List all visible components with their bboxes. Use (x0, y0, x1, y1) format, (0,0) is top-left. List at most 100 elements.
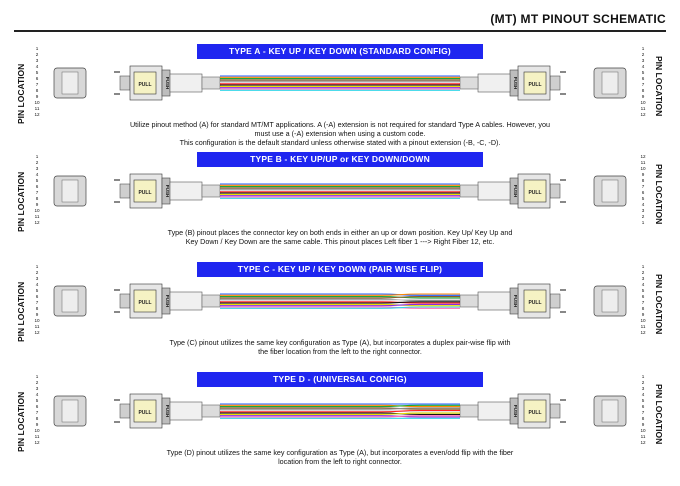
ferrule (119, 183, 131, 199)
pin-number: 8 (35, 88, 39, 93)
pin-number: 4 (641, 282, 645, 287)
pin-number: 10 (640, 428, 646, 433)
boot-sleeve (169, 181, 203, 201)
push-label: PUSH (165, 77, 170, 90)
section-banner: TYPE A - KEY UP / KEY DOWN (STANDARD CON… (197, 44, 483, 59)
pull-label: PULL (138, 300, 151, 306)
pin-number: 9 (641, 422, 645, 427)
pin-number: 12 (34, 440, 40, 445)
mt-end-face-window (61, 289, 79, 313)
strain-boot (459, 404, 479, 418)
pin-number: 12 (640, 154, 646, 159)
boot-sleeve (477, 291, 511, 311)
pin-number: 10 (640, 318, 646, 323)
fiber-line (220, 301, 460, 304)
pin-number: 9 (35, 202, 39, 207)
guide-pin (114, 421, 120, 423)
mt-end-face (53, 175, 87, 207)
pull-tab (133, 179, 157, 203)
pin-number: 4 (35, 64, 39, 69)
strain-boot (459, 294, 479, 308)
boot-sleeve (477, 73, 511, 93)
pin-number: 5 (641, 288, 645, 293)
guide-pin (114, 289, 120, 291)
pull-label: PULL (528, 300, 541, 306)
strain-boot (459, 184, 479, 198)
guide-pin (114, 399, 120, 401)
pin-number: 7 (641, 410, 645, 415)
ferrule (119, 293, 131, 309)
pull-tab (133, 399, 157, 423)
pin-number: 8 (35, 306, 39, 311)
pull-tab (523, 179, 547, 203)
pin-number: 9 (641, 312, 645, 317)
pin-number: 8 (641, 178, 645, 183)
pin-number: 10 (640, 100, 646, 105)
pin-number: 11 (34, 214, 40, 219)
caption-line: Key Down / Key Down are the same cable. … (185, 237, 495, 246)
pin-number: 12 (640, 440, 646, 445)
pin-number: 2 (35, 270, 39, 275)
pull-tab (133, 289, 157, 313)
fiber-line (220, 415, 460, 418)
mt-end-face (593, 285, 627, 317)
pin-number: 10 (640, 166, 646, 171)
pull-tab (523, 289, 547, 313)
pin-number: 3 (641, 276, 645, 281)
guide-pin (114, 93, 120, 95)
pin-number: 12 (34, 112, 40, 117)
mt-end-face-window (61, 71, 79, 95)
pin-number: 7 (641, 184, 645, 189)
guide-pin (560, 179, 566, 181)
section-caption: Type (D) pinout utilizes the same key co… (40, 448, 640, 466)
pin-number: 10 (34, 208, 40, 213)
pin-number: 2 (641, 52, 645, 57)
guide-pin (560, 399, 566, 401)
mt-end-face-window (601, 289, 619, 313)
fiber-line (220, 407, 460, 410)
pin-number: 11 (640, 324, 646, 329)
ferrule (119, 403, 131, 419)
mt-end-face-window (601, 71, 619, 95)
pin-number: 7 (641, 82, 645, 87)
pin-number: 6 (641, 294, 645, 299)
guide-pin (114, 201, 120, 203)
pin-number: 3 (35, 58, 39, 63)
push-label: PUSH (513, 405, 518, 418)
push-label: PUSH (513, 185, 518, 198)
pin-number: 1 (641, 220, 645, 225)
section-banner: TYPE B - KEY UP/UP or KEY DOWN/DOWN (197, 152, 483, 167)
push-label: PUSH (513, 77, 518, 90)
guide-pin (560, 289, 566, 291)
pin-number: 8 (641, 88, 645, 93)
boot-sleeve (169, 291, 203, 311)
fiber-line (220, 296, 460, 299)
pin-number: 1 (641, 46, 645, 51)
mt-end-face-window (61, 179, 79, 203)
pin-number: 6 (641, 190, 645, 195)
pin-number: 8 (641, 416, 645, 421)
caption-line: location from the left to right connecto… (278, 457, 402, 466)
mt-end-face (53, 285, 87, 317)
mt-end-face (593, 395, 627, 427)
caption-line: Type (D) pinout utilizes the same key co… (166, 448, 514, 457)
guide-pin (114, 71, 120, 73)
caption-line: This configuration is the default standa… (179, 138, 501, 147)
pin-number: 10 (34, 100, 40, 105)
pin-number: 7 (35, 410, 39, 415)
pin-number: 1 (35, 264, 39, 269)
caption-line: Utilize pinout method (A) for standard M… (129, 120, 550, 129)
pin-number: 7 (35, 300, 39, 305)
section-banner: TYPE C - KEY UP / KEY DOWN (PAIR WISE FL… (197, 262, 483, 277)
ferrule (549, 183, 561, 199)
pin-number: 3 (35, 276, 39, 281)
